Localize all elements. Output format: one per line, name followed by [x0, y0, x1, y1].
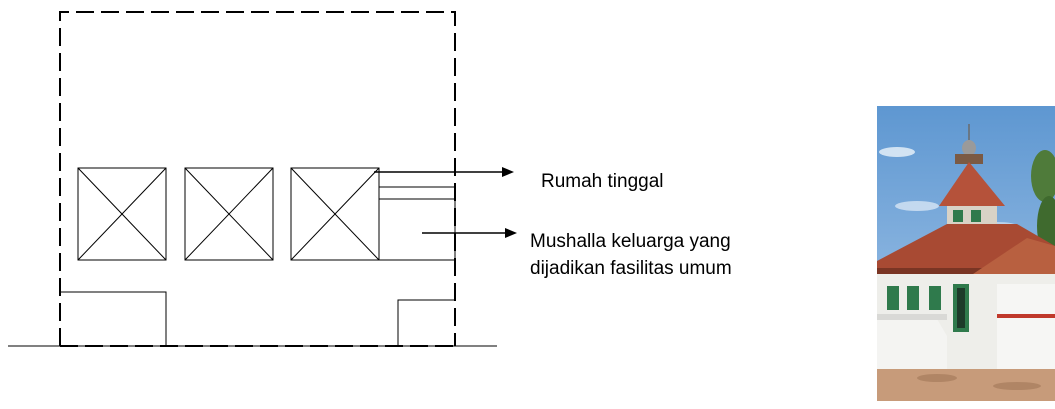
gate-structure-left	[60, 291, 167, 346]
photo-cloud	[879, 147, 915, 157]
mushalla-label-line2: dijadikan fasilitas umum	[530, 258, 732, 279]
mushalla-arrow	[422, 228, 517, 238]
house-2	[184, 167, 274, 261]
mosque-photo	[877, 106, 1055, 401]
photo-cupola-roof	[939, 162, 1005, 206]
house-1	[77, 167, 167, 261]
house-3	[290, 167, 380, 261]
house-label: Rumah tinggal	[541, 171, 664, 192]
mushalla-label-line1: Mushalla keluarga yang	[530, 231, 731, 252]
site-boundary	[59, 11, 456, 346]
gate-structure-right	[397, 299, 455, 346]
photo-window	[887, 286, 899, 310]
house-arrow	[374, 167, 514, 177]
mushalla-building	[378, 186, 456, 261]
